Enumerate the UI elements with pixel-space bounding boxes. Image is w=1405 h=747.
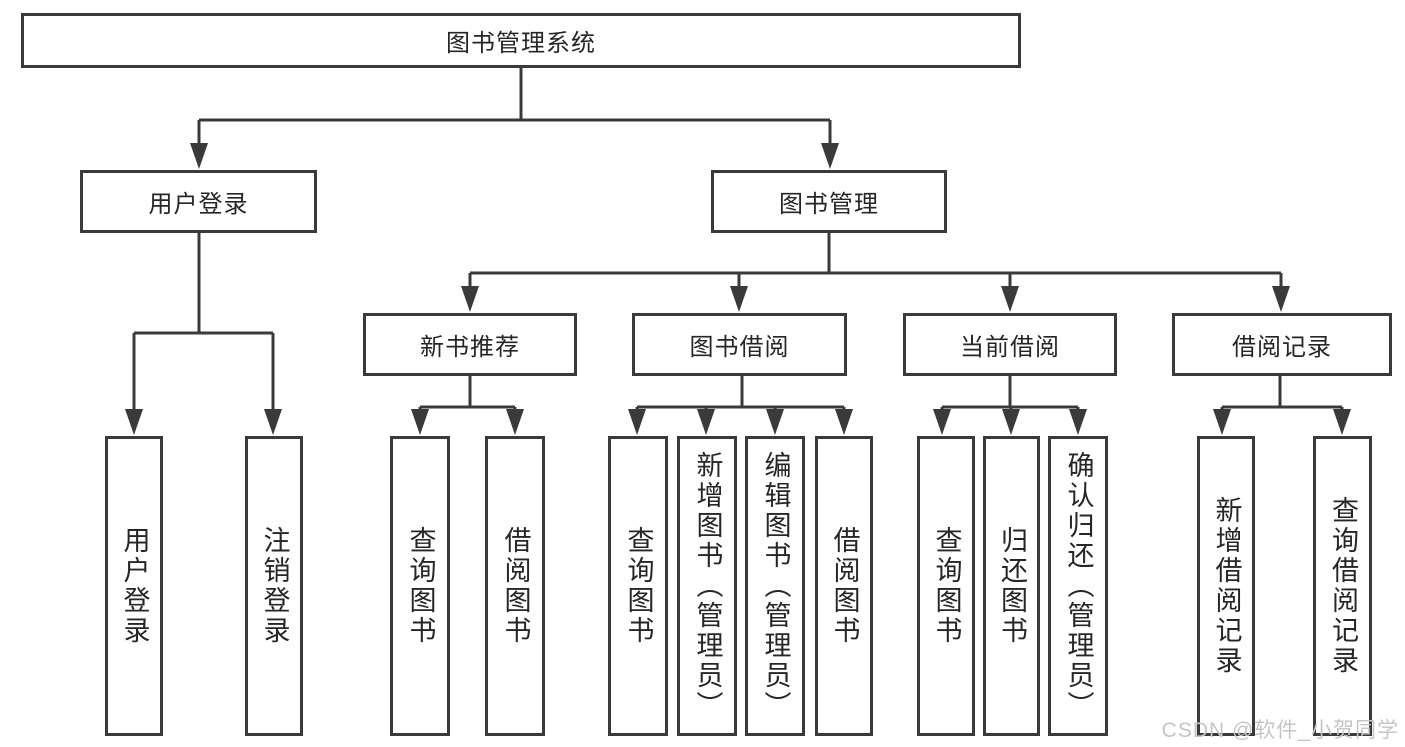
node-book-borrowing: 图书借阅 [632,313,847,376]
node-leaf-edit-books-admin: 编辑图书（管理员） [745,436,805,736]
csdn-watermark: CSDN @软件_小贺同学 [1161,719,1399,742]
node-leaf-add-borrow-record: 新增借阅记录 [1197,436,1255,736]
node-library-management-system: 图书管理系统 [21,13,1021,68]
node-leaf-add-books-admin: 新增图书（管理员） [677,436,737,736]
node-leaf-borrow-books-recommend: 借阅图书 [485,436,545,736]
node-leaf-query-borrow-record: 查询借阅记录 [1313,436,1372,736]
node-leaf-query-books-borrowing: 查询图书 [608,436,668,736]
node-user-login: 用户登录 [80,170,317,233]
node-leaf-logout: 注销登录 [245,436,303,736]
node-current-borrowing: 当前借阅 [903,313,1117,376]
node-leaf-query-books-recommend: 查询图书 [390,436,450,736]
node-book-management: 图书管理 [711,170,947,233]
node-leaf-confirm-return-admin: 确认归还（管理员） [1048,436,1108,736]
node-leaf-query-books-current: 查询图书 [917,436,975,736]
node-new-book-recommendation: 新书推荐 [363,313,577,376]
node-leaf-borrow-books-borrowing: 借阅图书 [815,436,873,736]
node-leaf-return-books: 归还图书 [983,436,1040,736]
node-leaf-user-login: 用户登录 [105,436,163,736]
node-borrowing-records: 借阅记录 [1172,313,1392,376]
